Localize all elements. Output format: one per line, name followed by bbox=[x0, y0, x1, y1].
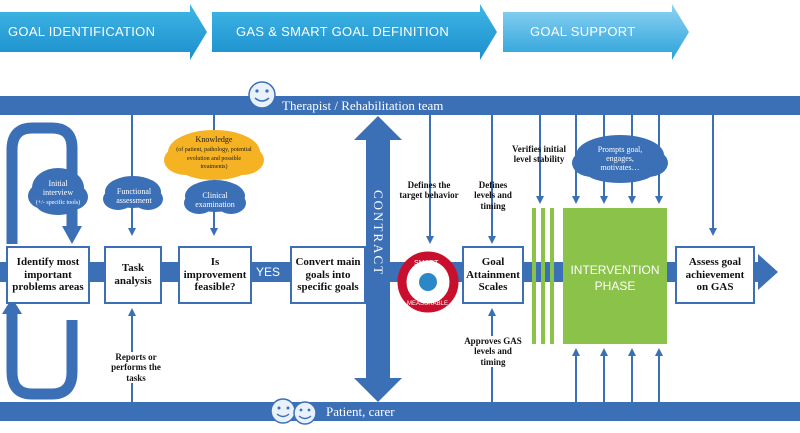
initial-interview-text: Initial interview (+/- specific tools) bbox=[34, 179, 82, 206]
patient-band bbox=[0, 402, 800, 421]
smart-top-text: SMART bbox=[414, 260, 439, 267]
therapist-band-label: Therapist / Rehabilitation team bbox=[282, 98, 444, 113]
clinical-examination-cloud bbox=[184, 180, 246, 214]
smart-bottom-text: MEASURABLE bbox=[407, 301, 448, 307]
smart-target-icon: SMART MEASURABLE bbox=[397, 251, 459, 313]
defines-levels-text: Defines levels and timing bbox=[474, 180, 512, 211]
functional-assessment-cloud bbox=[103, 176, 163, 210]
phase-label-identification: GOAL IDENTIFICATION bbox=[8, 24, 156, 39]
task-analysis-box: Task analysis bbox=[104, 246, 162, 304]
phase-label-support: GOAL SUPPORT bbox=[530, 24, 636, 39]
main-flow-arrowhead bbox=[758, 254, 778, 290]
contract-double-arrow bbox=[354, 116, 402, 402]
initial-interview-label: Initial interview bbox=[42, 179, 74, 197]
assess-box: Assess goal achievement on GAS bbox=[675, 246, 755, 304]
gas-box: Goal Attainment Scales bbox=[462, 246, 524, 304]
phase-arrow-identification bbox=[0, 4, 207, 60]
intervention-label: INTERVENTION PHASE bbox=[570, 263, 660, 294]
phase-arrow-definition bbox=[212, 4, 497, 60]
knowledge-cloud bbox=[164, 130, 264, 180]
functional-assessment-text: Functional assessment bbox=[116, 187, 152, 205]
patient-band-label: Patient, carer bbox=[326, 404, 395, 419]
knowledge-label: Knowledge bbox=[195, 135, 233, 144]
initial-interview-sub: (+/- specific tools) bbox=[35, 199, 81, 206]
feasible-box: Is improvement feasible? bbox=[178, 246, 252, 304]
phase-arrow-support bbox=[503, 4, 689, 60]
carer-smiley-icon bbox=[293, 401, 317, 425]
knowledge-text: Knowledge (of patient, pathology, potent… bbox=[174, 135, 254, 171]
yes-label: YES bbox=[256, 265, 281, 279]
contract-label: CONTRACT bbox=[371, 190, 386, 277]
defines-target-text: Defines the target behavior bbox=[399, 180, 459, 201]
patient-smiley-icon bbox=[270, 398, 296, 424]
phase-label-definition: GAS & SMART GOAL DEFINITION bbox=[236, 24, 450, 39]
reports-text: Reports or performs the tasks bbox=[106, 352, 166, 384]
verifies-text: Verifies initial level stability bbox=[512, 144, 566, 165]
loop-arrow-icon bbox=[6, 122, 78, 400]
prompts-text: Prompts goal, engages, motivates… bbox=[597, 145, 643, 172]
knowledge-sub: (of patient, pathology, potential evolut… bbox=[176, 146, 252, 171]
stability-stripes bbox=[532, 208, 554, 344]
clinical-examination-text: Clinical examination bbox=[195, 191, 235, 209]
prompts-cloud bbox=[572, 135, 668, 183]
convert-goals-box: Convert main goals into specific goals bbox=[290, 246, 366, 304]
initial-interview-cloud bbox=[28, 168, 88, 215]
identify-problems-box: Identify most important problems areas bbox=[6, 246, 90, 304]
approves-text: Approves GAS levels and timing bbox=[464, 336, 522, 368]
therapist-band bbox=[0, 96, 800, 115]
therapist-smiley-icon bbox=[248, 81, 276, 109]
intervention-block bbox=[563, 208, 667, 344]
